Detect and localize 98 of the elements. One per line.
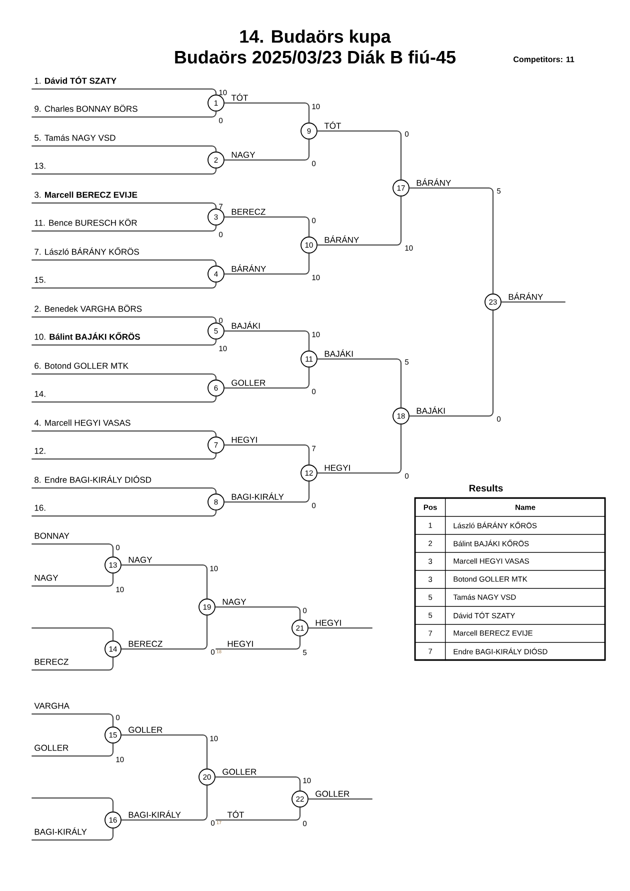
edge-label: BERECZ xyxy=(232,208,266,215)
player-name: BONNAY xyxy=(34,532,70,539)
edge-label: BÁRÁNY xyxy=(416,178,451,186)
bracket-line xyxy=(32,168,216,174)
player-name: BERECZ xyxy=(34,658,68,665)
player-name: 10. Bálint BAJÁKI KŐRÖS xyxy=(34,332,140,340)
edge-label: NAGY xyxy=(222,598,246,605)
player-name: GOLLER xyxy=(34,744,68,751)
player-name: 13. xyxy=(34,162,46,169)
bracket-line xyxy=(316,424,402,474)
player-name: 8. Endre BAGI-KIRÁLY DIÓSD xyxy=(34,475,152,483)
bracket-line xyxy=(214,606,300,620)
player-name: BAGI-KIRÁLY xyxy=(34,827,87,835)
bracket-line xyxy=(32,146,216,152)
bracket-line xyxy=(32,742,114,756)
bracket-line xyxy=(224,138,310,160)
bracket-line xyxy=(32,488,216,494)
bracket-line xyxy=(32,714,114,728)
player-name: 12. xyxy=(34,448,46,454)
bracket-line xyxy=(32,544,114,558)
bracket-line xyxy=(32,430,216,438)
bracket-line xyxy=(32,452,216,460)
bracket-line xyxy=(308,798,372,800)
edge-label: BAGI-KIRÁLY xyxy=(232,492,284,500)
player-name: 2. Benedek VARGHA BÖRS xyxy=(34,304,142,312)
bracket-line xyxy=(32,510,216,516)
competitor-count: Competitors: 11 xyxy=(514,56,574,64)
player-name: 15. xyxy=(34,276,46,283)
bracket-line xyxy=(32,374,216,380)
bracket-line xyxy=(216,636,300,650)
bracket-line xyxy=(32,260,216,266)
title: 14. Budaörs kupa xyxy=(240,30,391,46)
bracket-line xyxy=(316,130,402,180)
bracket-line xyxy=(408,188,494,294)
edge-label: NAGY xyxy=(128,556,152,563)
edge-label: BAGI-KIRÁLY xyxy=(128,810,181,818)
bracket-line xyxy=(32,88,216,96)
bracket-line xyxy=(224,444,310,466)
edge-label: BAJÁKI xyxy=(324,349,353,357)
bracket-line xyxy=(216,806,300,820)
edge-label: HEGYI xyxy=(316,620,341,626)
bracket-line xyxy=(120,614,208,650)
player-name: 7. László BÁRÁNY KŐRÖS xyxy=(34,247,139,255)
bracket-line xyxy=(32,628,114,642)
edge-label: GOLLER xyxy=(222,768,256,775)
bracket-line xyxy=(214,776,300,792)
edge-label: GOLLER xyxy=(232,380,266,386)
bracket-line xyxy=(224,216,310,238)
edge-label: BAJÁKI xyxy=(416,406,445,414)
bracket-line xyxy=(32,656,114,670)
bracket-line xyxy=(32,110,216,118)
player-name: 14. xyxy=(34,390,46,397)
edge-label: TÓT xyxy=(231,93,248,101)
bracket-line xyxy=(32,798,114,812)
edge-label: BÁRÁNY xyxy=(232,264,266,272)
player-name: 11. Bence BURESCH KÖR xyxy=(34,218,137,226)
bracket-line xyxy=(120,734,208,770)
edge-label: HEGYI xyxy=(228,640,253,647)
bracket-line xyxy=(32,282,216,288)
player-name: 3. Marcell BERECZ EVIJE xyxy=(34,192,138,198)
table-title: Results xyxy=(470,484,503,492)
bracket-line xyxy=(120,784,208,820)
player-name: VARGHA xyxy=(34,702,70,709)
bracket-line xyxy=(408,310,494,416)
subtitle: Budaörs 2025/03/23 Diák B fiú-45 xyxy=(175,50,456,64)
edge-label: HEGYI xyxy=(232,436,257,443)
bracket-line xyxy=(32,396,216,402)
edge-label: BÁRÁNY xyxy=(324,235,359,243)
bracket-line xyxy=(224,480,310,502)
bracket-line xyxy=(32,316,216,324)
bracket-line xyxy=(224,252,310,274)
bracket-line xyxy=(224,330,310,352)
player-name: 16. xyxy=(34,504,46,511)
bracket-line xyxy=(32,224,216,232)
edge-label: GOLLER xyxy=(316,790,350,797)
edge-label: BÁRÁNY xyxy=(508,292,543,300)
player-name: 6. Botond GOLLER MTK xyxy=(34,362,128,369)
edge-label: TÓT xyxy=(324,121,341,129)
bracket-line xyxy=(224,102,310,124)
bracket-line xyxy=(32,572,114,586)
edge-label: NAGY xyxy=(232,152,256,158)
edge-label: GOLLER xyxy=(128,726,162,733)
bracket-line xyxy=(120,564,208,600)
edge-label: TÓT xyxy=(227,810,244,818)
player-name: 4. Marcell HEGYI VASAS xyxy=(34,420,130,426)
edge-label: BAJÁKI xyxy=(232,321,260,329)
player-name: NAGY xyxy=(34,574,58,581)
edge-label: BERECZ xyxy=(128,640,162,647)
bracket-line xyxy=(32,828,114,840)
bracket-line xyxy=(32,338,216,346)
player-name: 1. Dávid TÓT SZATY xyxy=(34,76,116,84)
bracket-line xyxy=(316,358,402,408)
bracket-line xyxy=(32,202,216,210)
player-name: 5. Tamás NAGY VSD xyxy=(34,134,116,141)
bracket-line xyxy=(224,366,310,388)
edge-label: HEGYI xyxy=(324,464,350,471)
player-name: 9. Charles BONNAY BÖRS xyxy=(34,104,138,112)
bracket-line xyxy=(316,196,402,246)
